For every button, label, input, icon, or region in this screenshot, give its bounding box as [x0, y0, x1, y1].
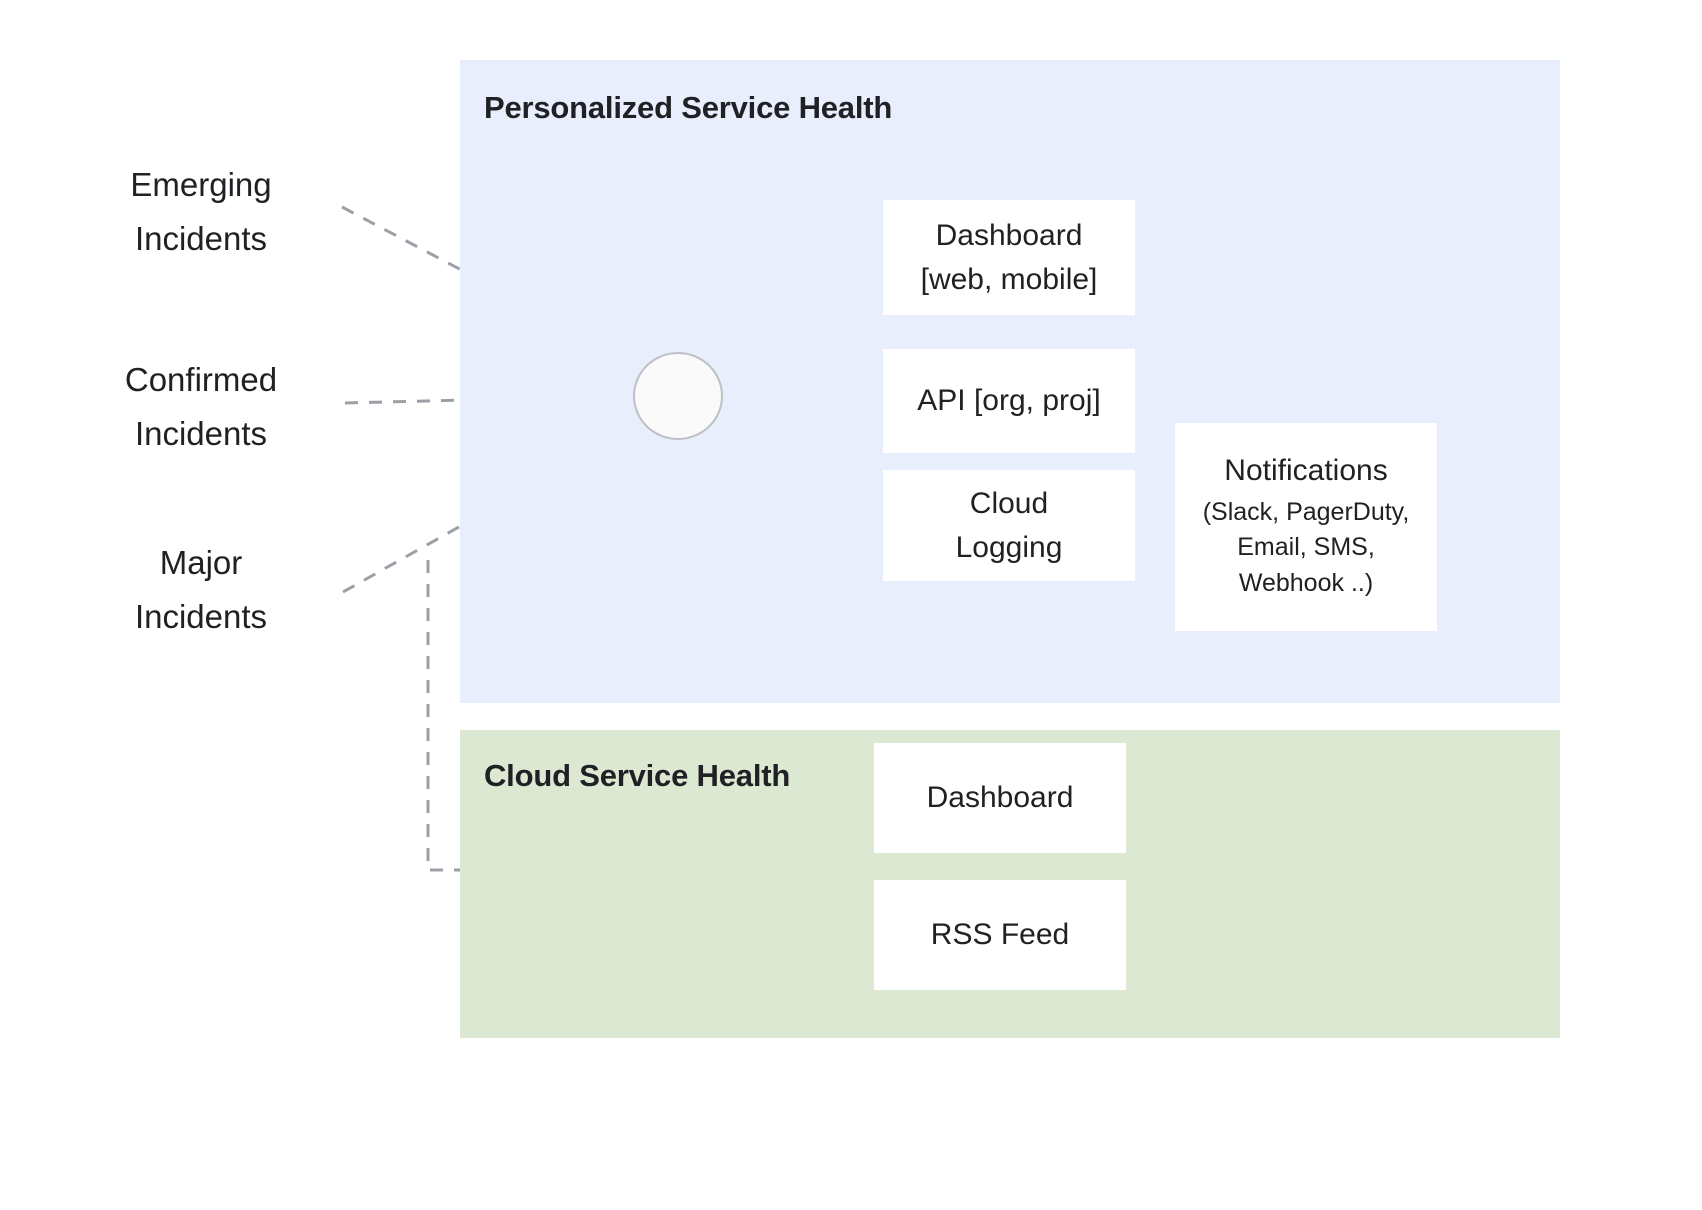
panel-title-cloud-service-health: Cloud Service Health — [484, 758, 791, 793]
node-notifications-channels: (Slack, PagerDuty, Email, SMS, Webhook .… — [1202, 497, 1410, 597]
panel-title-personalized-service-health: Personalized Service Health — [484, 90, 893, 125]
node-dashboard-web-mobile[interactable]: Dashboard [web, mobile] — [883, 200, 1135, 315]
node-notifications[interactable]: Notifications (Slack, PagerDuty, Email, … — [1175, 423, 1437, 631]
source-label-emerging-incidents: Emerging Incidents — [130, 166, 272, 258]
node-cloud-service-health-rss-feed[interactable]: RSS Feed — [874, 880, 1126, 990]
source-label-confirmed-incidents: Confirmed Incidents — [124, 361, 278, 453]
source-label-major-incidents: Major Incidents — [134, 544, 268, 636]
hub-node-circle — [633, 352, 723, 440]
node-cloud-logging[interactable]: Cloud Logging — [883, 470, 1135, 581]
node-notifications-title: Notifications — [1224, 453, 1388, 487]
node-cloud-service-health-dashboard[interactable]: Dashboard — [874, 743, 1126, 853]
node-api-org-proj[interactable]: API [org, proj] — [883, 349, 1135, 453]
